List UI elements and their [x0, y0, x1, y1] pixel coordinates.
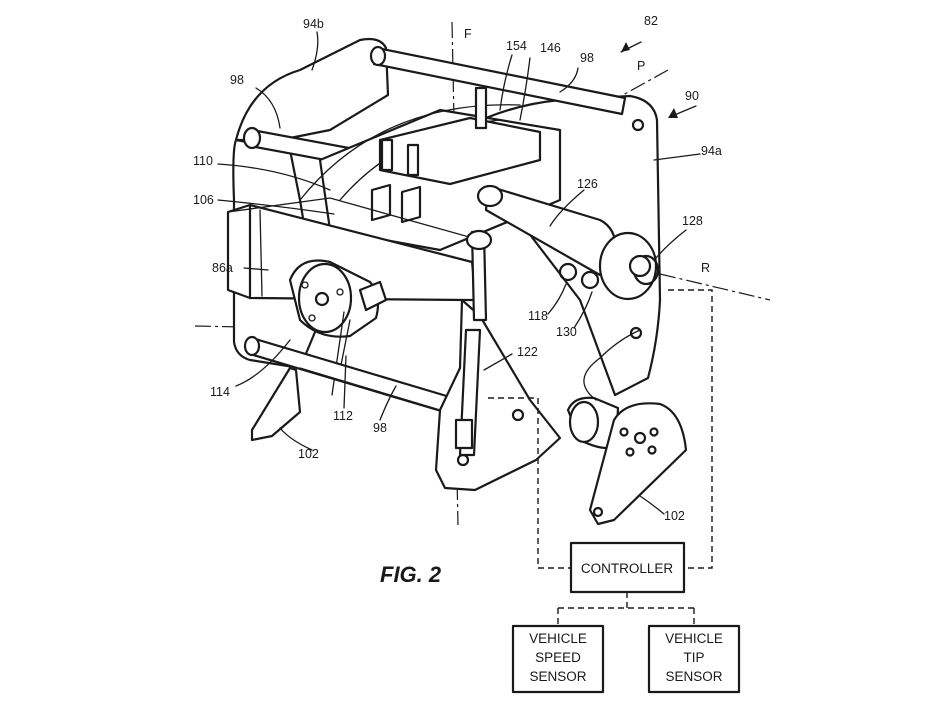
- ref-146: 146: [540, 41, 561, 55]
- control-wiring: [488, 289, 713, 626]
- arrow-90: [668, 108, 678, 118]
- tip-sensor-block: VEHICLE TIP SENSOR: [647, 624, 741, 694]
- controller-label: CONTROLLER: [581, 561, 674, 576]
- ref-114: 114: [210, 385, 230, 399]
- speed-sensor-line-2: SPEED: [535, 650, 581, 665]
- ref-axis-P: P: [637, 59, 645, 73]
- housing-86a: [226, 197, 481, 302]
- ref-118: 118: [528, 309, 548, 323]
- ref-128: 128: [682, 214, 703, 228]
- ref-112: 112: [333, 409, 353, 423]
- ref-98-left: 98: [230, 73, 244, 87]
- ref-82: 82: [644, 14, 658, 28]
- ref-102-left: 102: [298, 447, 319, 461]
- axis-line-R: [659, 273, 771, 301]
- ref-110: 110: [193, 154, 213, 168]
- plate-94b: [234, 37, 390, 142]
- arm-126: [476, 184, 660, 301]
- reference-numerals: 94b F 154 146 98 82 P 90 98 94a 110 126 …: [193, 14, 722, 523]
- ref-94a: 94a: [701, 144, 722, 158]
- ref-102-right: 102: [664, 509, 685, 523]
- drive-assembly: [566, 329, 688, 526]
- figure-caption: FIG. 2: [380, 562, 442, 587]
- ref-86a: 86a: [212, 261, 233, 275]
- controller-block: CONTROLLER: [569, 541, 686, 594]
- ref-98-top: 98: [580, 51, 594, 65]
- speed-sensor-line-3: SENSOR: [529, 669, 586, 684]
- frame-plate-front: [434, 298, 562, 492]
- ref-axis-F: F: [464, 27, 472, 41]
- linkage-122: [454, 229, 493, 457]
- tip-sensor-line-1: VEHICLE: [665, 631, 723, 646]
- ref-122: 122: [517, 345, 538, 359]
- ref-154: 154: [506, 39, 527, 53]
- ref-106: 106: [193, 193, 214, 207]
- speed-sensor-block: VEHICLE SPEED SENSOR: [511, 624, 605, 694]
- ref-94b: 94b: [303, 17, 324, 31]
- ref-98-bottom: 98: [373, 421, 387, 435]
- ref-130: 130: [556, 325, 577, 339]
- leader-lines: [217, 31, 701, 515]
- foot-bracket-left: [250, 366, 302, 442]
- motor-114: [288, 259, 388, 396]
- ref-126: 126: [577, 177, 598, 191]
- tip-sensor-line-2: TIP: [683, 650, 704, 665]
- speed-sensor-line-1: VEHICLE: [529, 631, 587, 646]
- ref-90: 90: [685, 89, 699, 103]
- tip-sensor-line-3: SENSOR: [665, 669, 722, 684]
- ref-axis-R: R: [701, 261, 710, 275]
- arrow-82: [621, 42, 630, 52]
